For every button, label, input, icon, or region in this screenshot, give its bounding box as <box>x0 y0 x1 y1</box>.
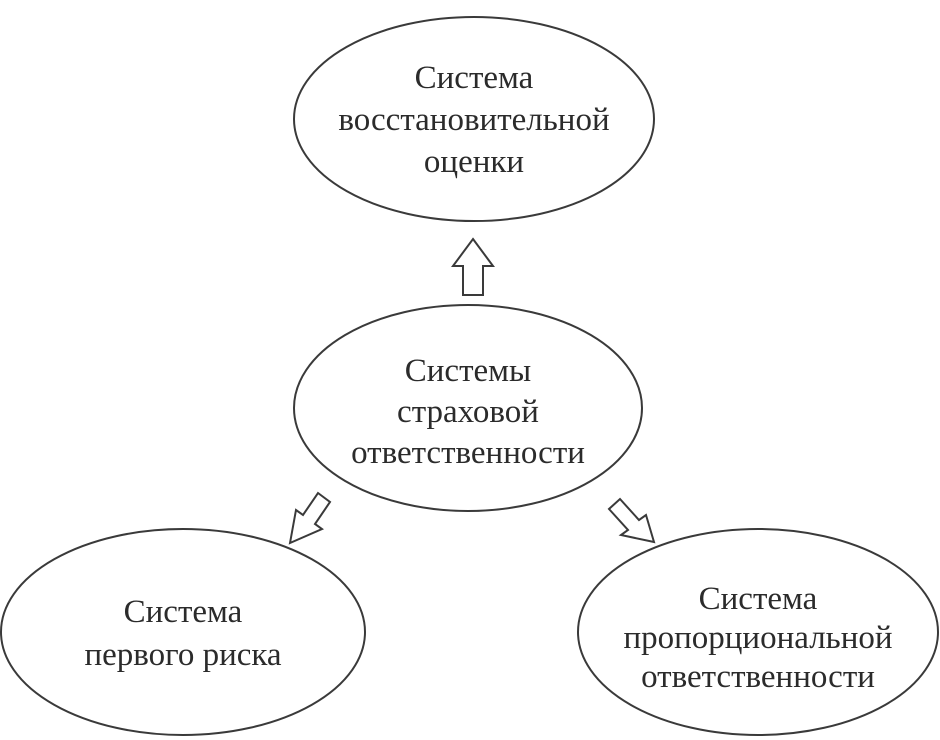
node-right-line-1: Система <box>699 581 818 617</box>
node-right-ellipse <box>577 528 939 736</box>
node-left-line-1: Система <box>124 594 243 630</box>
node-center: Системы страховой ответственности <box>293 304 643 512</box>
node-left-line-2: первого риска <box>84 637 281 673</box>
arrow-down-right-icon <box>607 497 656 544</box>
node-center-line-3: ответственности <box>351 435 585 471</box>
node-right-line-3: ответственности <box>641 659 875 695</box>
node-center-line-1: Системы <box>405 353 531 389</box>
node-right: Система пропорциональной ответственности <box>577 528 939 736</box>
node-center-line-2: страховой <box>397 394 539 430</box>
node-top-line-1: Система <box>415 60 534 96</box>
node-top: Система восстановительной оценки <box>293 16 655 222</box>
node-left-ellipse <box>0 528 366 736</box>
node-right-line-2: пропорциональной <box>623 620 892 656</box>
arrow-up-icon <box>451 237 495 296</box>
node-top-ellipse <box>293 16 655 222</box>
node-center-ellipse <box>293 304 643 512</box>
node-top-line-3: оценки <box>424 144 524 180</box>
arrow-down-left-icon <box>288 491 332 545</box>
node-top-line-2: восстановительной <box>338 102 609 138</box>
node-left: Система первого риска <box>0 528 366 736</box>
